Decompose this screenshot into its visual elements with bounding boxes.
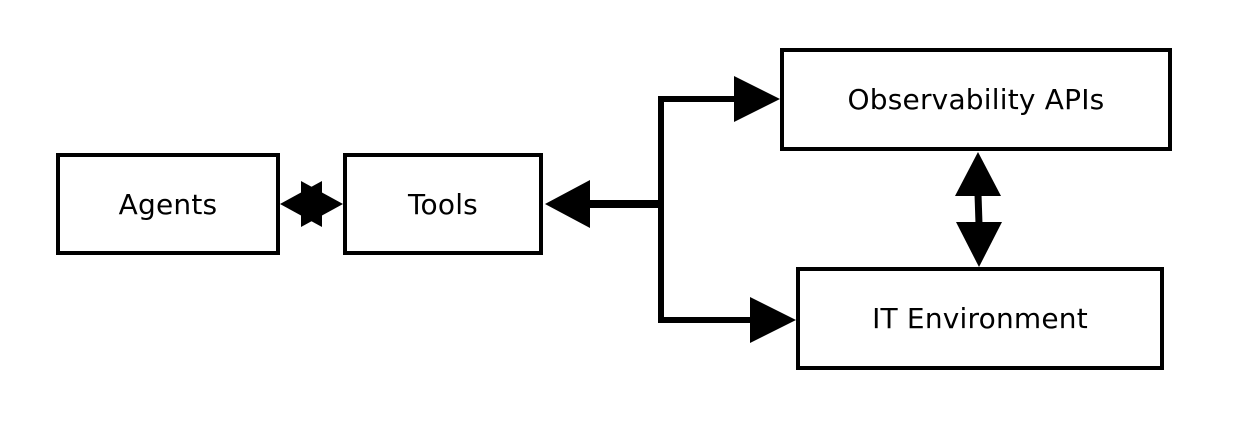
obs-it-shaft	[974, 193, 983, 225]
it-environment-label: IT Environment	[872, 302, 1088, 335]
observability-apis-label: Observability APIs	[847, 83, 1105, 116]
agents-node: Agents	[56, 153, 280, 255]
obs-arrowhead	[734, 76, 780, 122]
it-arrowhead	[750, 297, 796, 343]
agents-tools-arrowhead-right	[301, 181, 343, 227]
observability-apis-node: Observability APIs	[780, 48, 1172, 151]
tools-label: Tools	[408, 187, 478, 221]
agents-label: Agents	[118, 187, 218, 221]
tools-arrowhead	[545, 180, 590, 228]
obs-it-arrowhead-down	[956, 222, 1002, 267]
obs-it-arrowhead-up	[955, 152, 1001, 196]
tools-node: Tools	[343, 153, 543, 255]
it-environment-node: IT Environment	[796, 267, 1164, 370]
